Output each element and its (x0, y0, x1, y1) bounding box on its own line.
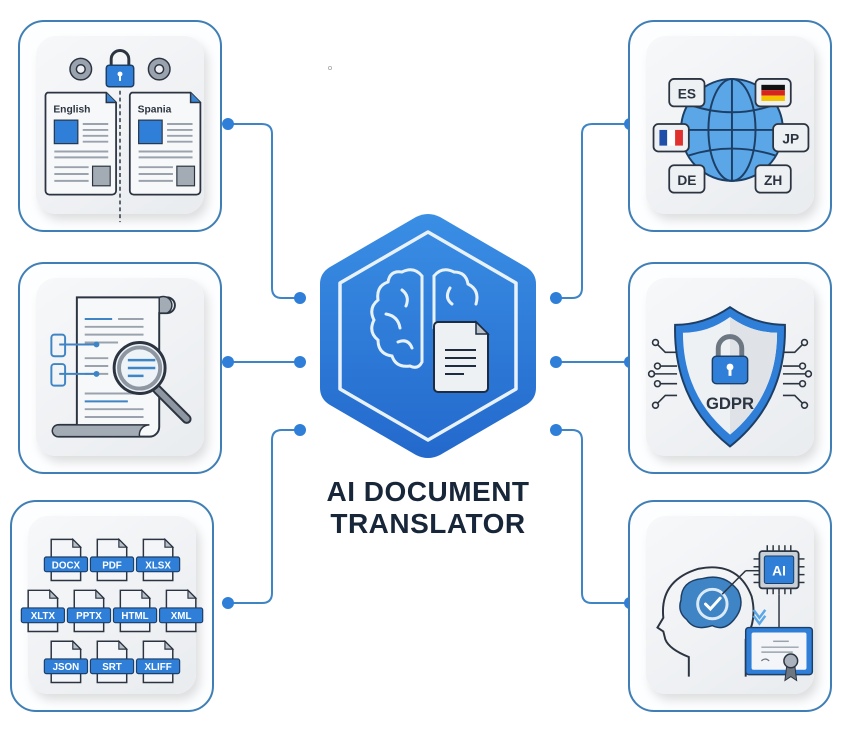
card-multilingual: ES JP DE ZH (628, 20, 832, 232)
ai-chip-label: AI (772, 564, 786, 579)
lock-icon (711, 334, 749, 385)
france-flag-icon (659, 129, 683, 146)
file-format-label: DOCX (52, 560, 81, 571)
right-doc-label: Spania (138, 104, 172, 115)
file-format-xltx: XLTX (20, 588, 66, 633)
file-format-label: PPTX (76, 611, 102, 622)
file-formats-icon: DOCX PDF XLSX XLTX PPTX HTML XML JSON SRT XLIFF (20, 537, 204, 684)
file-format-label: XLTX (31, 611, 56, 622)
head-profile-icon (656, 566, 755, 677)
language-bubble-jp: JP (782, 132, 799, 147)
gdpr-shield-icon: GDPR (647, 306, 813, 448)
file-format-pdf: PDF (89, 537, 135, 582)
chain-link-icon (50, 333, 97, 387)
language-bubble-de: DE (677, 173, 696, 188)
magnifier-icon (112, 341, 192, 424)
globe-languages-icon: ES JP DE ZH (652, 77, 810, 194)
file-format-label: HTML (121, 611, 148, 622)
file-format-html: HTML (112, 588, 158, 633)
file-format-srt: SRT (89, 639, 135, 684)
file-format-pptx: PPTX (66, 588, 112, 633)
file-format-label: XLIFF (144, 662, 171, 673)
file-format-label: SRT (102, 662, 122, 673)
ai-chip-icon: AI (753, 545, 805, 595)
document-magnifier-icon (50, 295, 192, 438)
card-human-ai-quality: AI (628, 500, 832, 712)
title-line-2: TRANSLATOR (330, 508, 526, 539)
language-bubble-zh: ZH (764, 173, 782, 188)
file-format-label: JSON (53, 662, 80, 673)
file-format-label: PDF (102, 560, 122, 571)
ai-translator-hub (320, 214, 536, 458)
file-format-label: XLSX (145, 560, 171, 571)
card-side-by-side-translation: English Spania (18, 20, 222, 232)
file-format-xlsx: XLSX (135, 537, 181, 582)
germany-flag-icon (761, 84, 785, 101)
file-format-label: XML (171, 611, 192, 622)
document-icon (433, 320, 490, 393)
card-gdpr-security: GDPR (628, 262, 832, 474)
title-line-1: AI DOCUMENT (326, 476, 530, 507)
arrow-down-icon (752, 609, 767, 626)
card-file-formats: DOCX PDF XLSX XLTX PPTX HTML XML JSON SRT XLIFF (10, 500, 214, 712)
human-ai-certified-icon: AI (656, 545, 814, 682)
circuit-icon (647, 338, 813, 409)
left-doc-label: English (53, 104, 90, 115)
card-document-analysis (18, 262, 222, 474)
brain-icon (370, 268, 479, 369)
file-format-xliff: XLIFF (135, 639, 181, 684)
gdpr-label: GDPR (706, 394, 754, 413)
gear-icon (69, 57, 171, 81)
lock-icon (105, 49, 135, 88)
file-format-json: JSON (43, 639, 89, 684)
file-format-xml: XML (158, 588, 204, 633)
language-bubble-es: ES (678, 87, 696, 102)
file-format-docx: DOCX (43, 537, 89, 582)
side-by-side-documents-icon: English Spania (44, 49, 202, 223)
certificate-icon (744, 626, 814, 682)
